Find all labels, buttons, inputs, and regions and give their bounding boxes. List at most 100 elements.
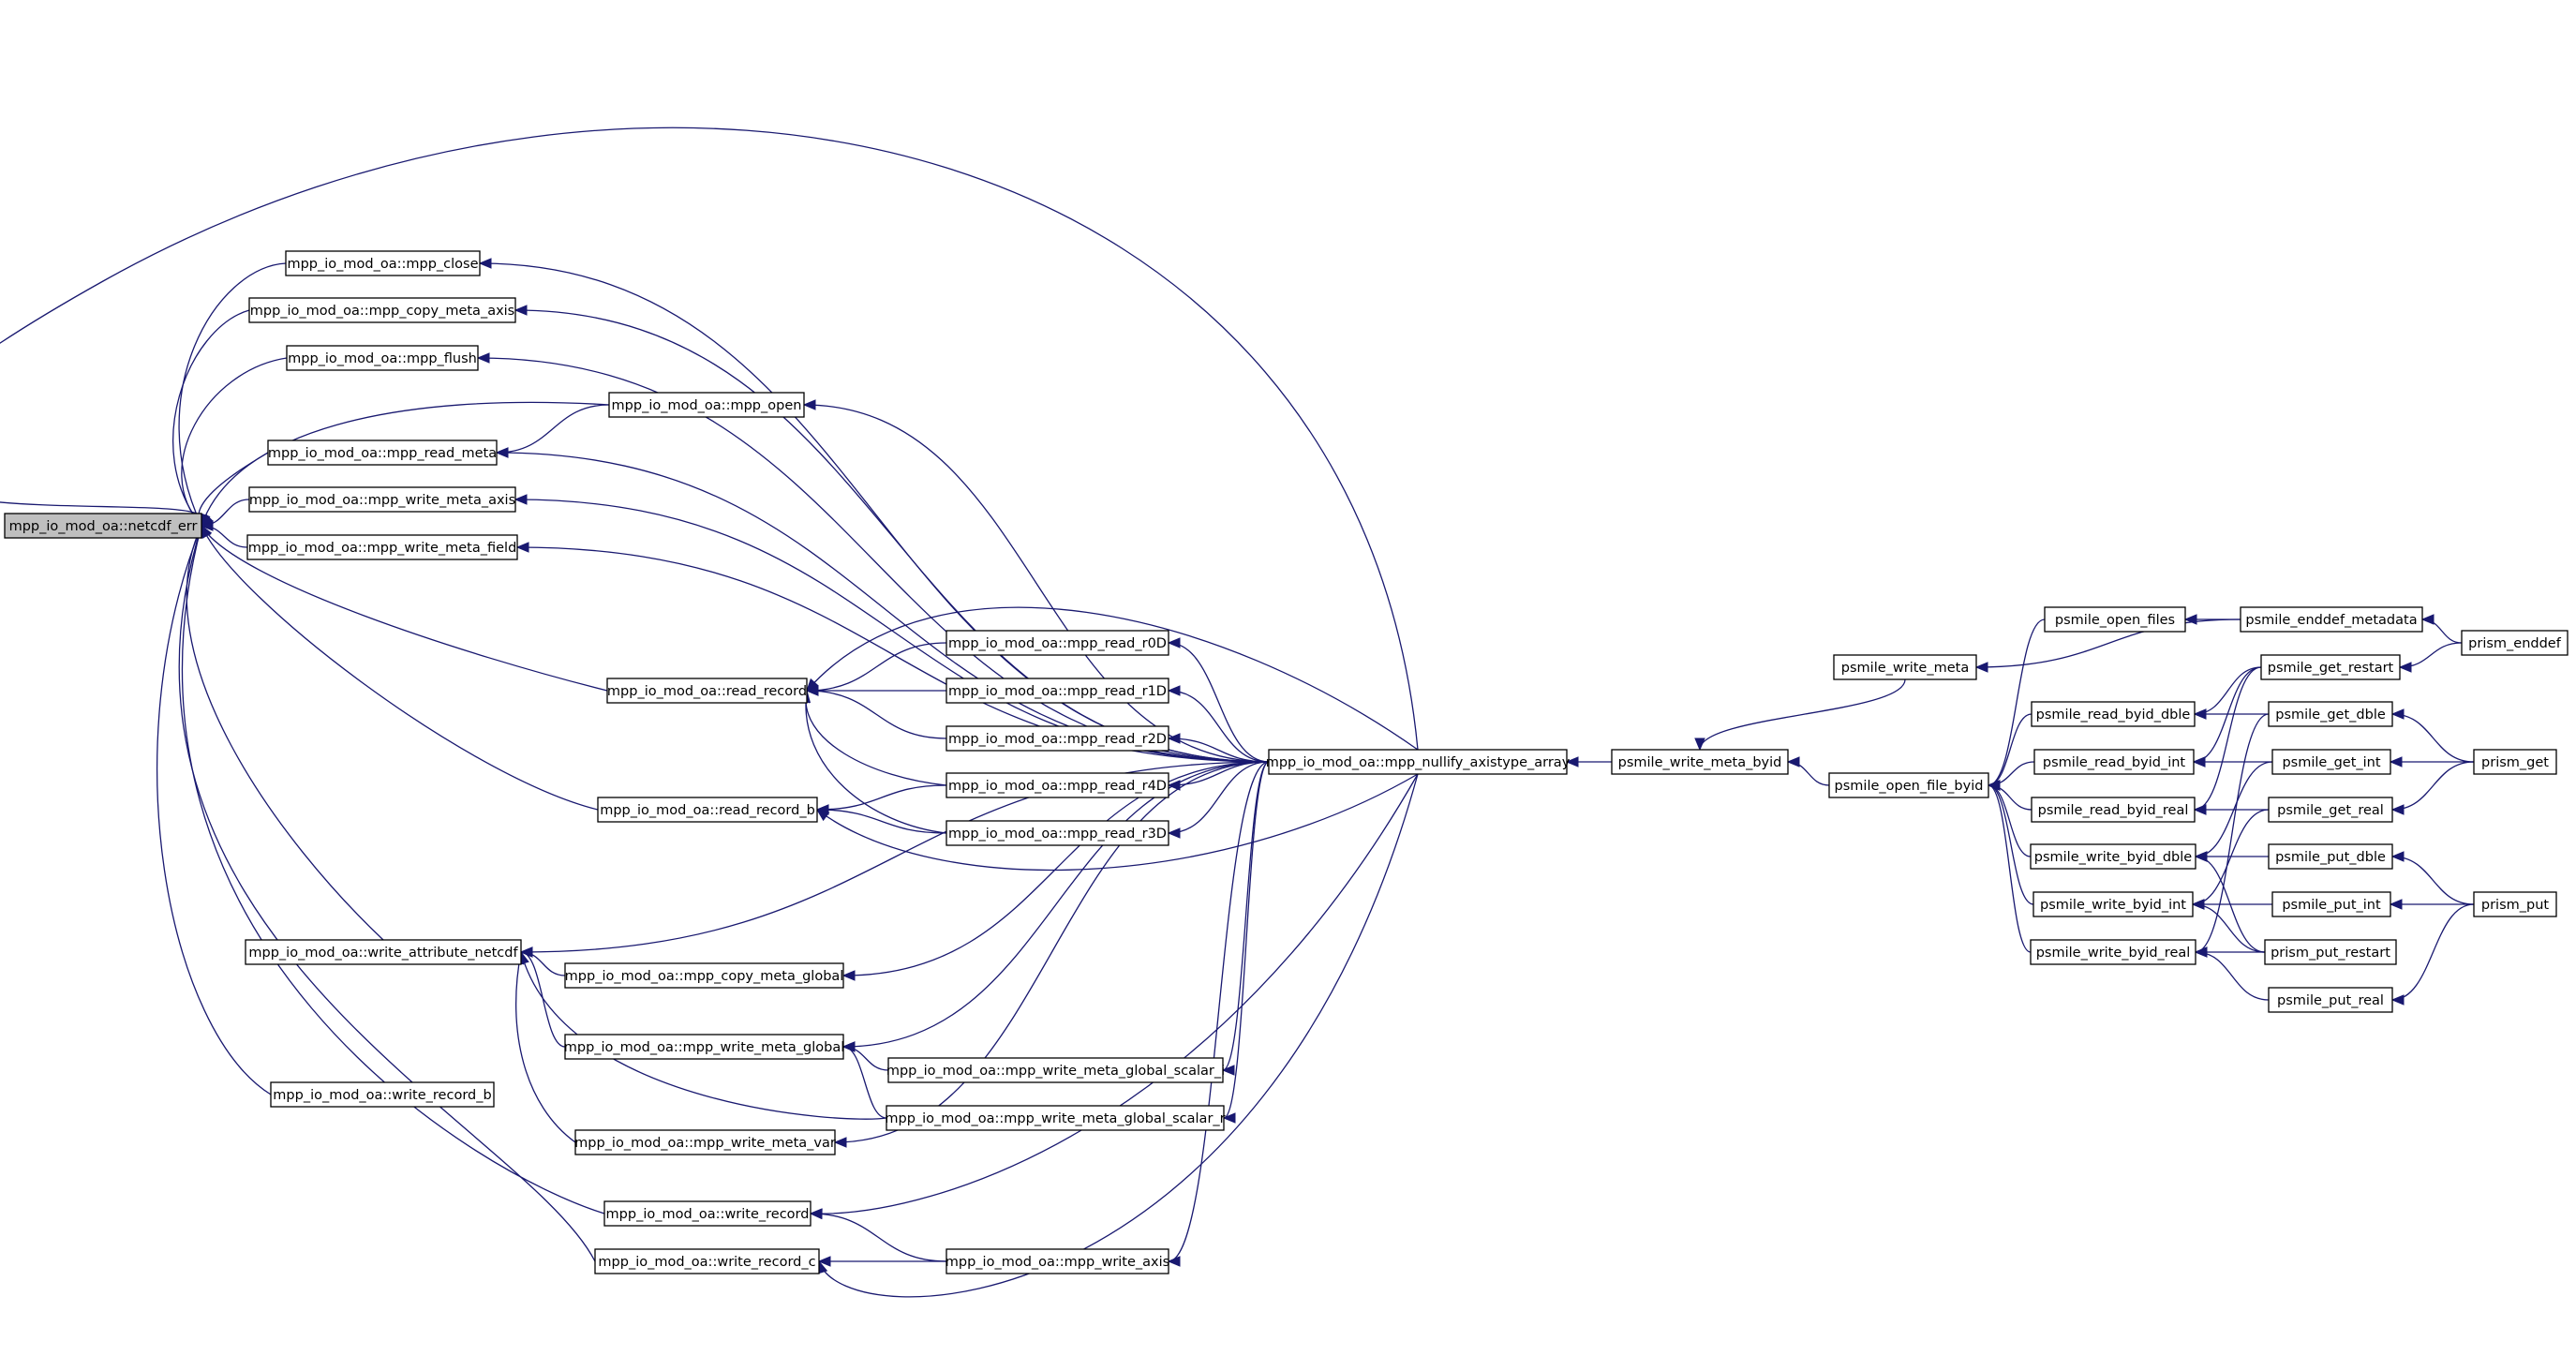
node-box — [946, 1248, 1169, 1274]
node-psmile_get_restart[interactable]: psmile_get_restart — [2260, 654, 2401, 680]
node-psmile_write_byid_real[interactable]: psmile_write_byid_real — [2030, 939, 2196, 965]
node-label: mpp_io_mod_oa::mpp_read_r1D — [948, 684, 1167, 699]
node-mpp_read_r0D[interactable]: mpp_io_mod_oa::mpp_read_r0D — [946, 630, 1169, 656]
node-psmile_get_int[interactable]: psmile_get_int — [2271, 749, 2391, 775]
node-box — [246, 534, 518, 560]
edge-line — [2391, 713, 2475, 763]
node-psmile_read_byid_int[interactable]: psmile_read_byid_int — [2033, 749, 2195, 775]
node-mpp_read_r1D[interactable]: mpp_io_mod_oa::mpp_read_r1D — [946, 678, 1169, 704]
node-label: mpp_io_mod_oa::mpp_close — [287, 257, 478, 272]
node-psmile_put_real[interactable]: psmile_put_real — [2268, 987, 2393, 1013]
node-mpp_write_axis[interactable]: mpp_io_mod_oa::mpp_write_axis — [946, 1248, 1169, 1274]
node-box — [946, 725, 1169, 752]
edge-mpp_nullify_axistype_array-to-mpp_write_meta_global — [841, 761, 1270, 1052]
node-mpp_write_meta_global[interactable]: mpp_io_mod_oa::mpp_write_meta_global — [564, 1034, 845, 1060]
edge-line — [1988, 784, 2032, 857]
edge-mpp_nullify_axistype_array-to-mpp_read_r3D — [1167, 761, 1270, 839]
arrowhead — [1167, 1256, 1181, 1267]
node-label: psmile_read_byid_real — [2038, 803, 2189, 818]
node-psmile_open_files[interactable]: psmile_open_files — [2044, 606, 2186, 633]
node-mpp_open[interactable]: mpp_io_mod_oa::mpp_open — [608, 392, 805, 418]
edge-line — [1168, 738, 1270, 763]
node-netcdf_err[interactable]: mpp_io_mod_oa::netcdf_err — [4, 513, 202, 539]
node-write_record[interactable]: mpp_io_mod_oa::write_record — [603, 1200, 812, 1227]
node-mpp_read_r3D[interactable]: mpp_io_mod_oa::mpp_read_r3D — [946, 820, 1169, 846]
node-box — [2044, 606, 2186, 633]
node-label: mpp_io_mod_oa::write_attribute_netcdf — [248, 946, 518, 961]
node-mpp_write_meta_field[interactable]: mpp_io_mod_oa::mpp_write_meta_field — [246, 534, 518, 560]
node-mpp_write_meta_global_scalar_r[interactable]: mpp_io_mod_oa::mpp_write_meta_global_sca… — [885, 1105, 1226, 1131]
node-psmile_write_meta[interactable]: psmile_write_meta — [1833, 654, 1977, 680]
node-prism_enddef[interactable]: prism_enddef — [2461, 630, 2569, 656]
arrowhead — [2192, 756, 2206, 767]
node-mpp_nullify_axistype_array[interactable]: mpp_io_mod_oa::mpp_nullify_axistype_arra… — [1266, 749, 1571, 775]
edge-line — [201, 401, 610, 527]
node-psmile_put_int[interactable]: psmile_put_int — [2271, 891, 2391, 917]
node-prism_put[interactable]: prism_put — [2473, 891, 2557, 917]
node-mpp_write_meta_axis[interactable]: mpp_io_mod_oa::mpp_write_meta_axis — [248, 486, 516, 513]
node-write_record_b[interactable]: mpp_io_mod_oa::write_record_b — [270, 1081, 495, 1108]
edge-line — [816, 809, 947, 834]
node-box — [2033, 749, 2195, 775]
node-write_attribute_netcdf[interactable]: mpp_io_mod_oa::write_attribute_netcdf — [245, 939, 522, 965]
node-mpp_copy_meta_axis[interactable]: mpp_io_mod_oa::mpp_copy_meta_axis — [248, 297, 516, 323]
arrowhead — [2420, 614, 2435, 625]
edge-psmile_get_dble-to-psmile_read_byid_dble — [2193, 708, 2269, 720]
node-label: mpp_io_mod_oa::mpp_read_meta — [268, 446, 497, 461]
node-prism_get[interactable]: prism_get — [2473, 749, 2557, 775]
edge-prism_enddef-to-psmile_get_restart — [2398, 642, 2463, 673]
arrowhead — [519, 946, 533, 958]
node-label: mpp_io_mod_oa::mpp_read_r3D — [948, 827, 1167, 842]
node-mpp_write_meta_var[interactable]: mpp_io_mod_oa::mpp_write_meta_var — [574, 1129, 836, 1155]
edge-mpp_nullify_axistype_array-to-netcdf_err — [0, 127, 1419, 751]
node-box — [2031, 701, 2196, 727]
node-write_record_c[interactable]: mpp_io_mod_oa::write_record_c — [594, 1248, 820, 1274]
node-label: psmile_get_restart — [2268, 661, 2394, 676]
node-box — [248, 486, 516, 513]
edge-line — [1168, 761, 1270, 1262]
node-mpp_close[interactable]: mpp_io_mod_oa::mpp_close — [285, 250, 481, 276]
edge-line — [2421, 618, 2463, 644]
node-box — [946, 630, 1169, 656]
node-psmile_write_meta_byid[interactable]: psmile_write_meta_byid — [1611, 749, 1789, 775]
node-psmile_enddef_metadata[interactable]: psmile_enddef_metadata — [2240, 606, 2423, 633]
node-psmile_get_real[interactable]: psmile_get_real — [2268, 797, 2393, 823]
edge-line — [515, 951, 576, 1143]
node-read_record_b[interactable]: mpp_io_mod_oa::read_record_b — [597, 797, 818, 823]
node-psmile_write_byid_dble[interactable]: psmile_write_byid_dble — [2030, 843, 2196, 870]
arrowhead — [2193, 804, 2207, 815]
arrowhead — [514, 494, 528, 505]
node-label: prism_get — [2481, 755, 2549, 770]
edge-mpp_nullify_axistype_array-to-mpp_read_r2D — [1167, 733, 1270, 763]
edge-line — [181, 525, 605, 1214]
node-box — [285, 250, 481, 276]
node-label: mpp_io_mod_oa::read_record — [607, 684, 807, 699]
node-mpp_read_meta[interactable]: mpp_io_mod_oa::mpp_read_meta — [267, 440, 498, 466]
node-box — [2268, 843, 2393, 870]
edge-mpp_nullify_axistype_array-to-mpp_read_r0D — [1167, 637, 1270, 763]
node-mpp_read_r4D[interactable]: mpp_io_mod_oa::mpp_read_r4D — [946, 772, 1169, 798]
node-psmile_read_byid_real[interactable]: psmile_read_byid_real — [2031, 797, 2196, 823]
node-box — [2268, 701, 2393, 727]
node-psmile_write_byid_int[interactable]: psmile_write_byid_int — [2033, 891, 2194, 917]
node-psmile_get_dble[interactable]: psmile_get_dble — [2268, 701, 2393, 727]
edge-line — [816, 773, 1419, 872]
arrowhead — [2390, 708, 2405, 720]
node-mpp_copy_meta_global[interactable]: mpp_io_mod_oa::mpp_copy_meta_global — [564, 962, 844, 989]
node-box — [1268, 749, 1568, 775]
node-mpp_write_meta_global_scalar_i[interactable]: mpp_io_mod_oa::mpp_write_meta_global_sca… — [886, 1057, 1225, 1083]
edge-line — [842, 761, 1270, 1048]
node-psmile_open_file_byid[interactable]: psmile_open_file_byid — [1828, 772, 1989, 798]
node-read_record[interactable]: mpp_io_mod_oa::read_record — [606, 678, 808, 704]
node-psmile_put_dble[interactable]: psmile_put_dble — [2268, 843, 2393, 870]
node-mpp_read_r2D[interactable]: mpp_io_mod_oa::mpp_read_r2D — [946, 725, 1169, 752]
edge-prism_put-to-psmile_put_dble — [2390, 851, 2475, 905]
arrowhead — [2194, 851, 2208, 862]
arrowhead — [1221, 1065, 1235, 1076]
node-psmile_read_byid_dble[interactable]: psmile_read_byid_dble — [2031, 701, 2196, 727]
edge-psmile_get_restart-to-psmile_read_byid_real — [2193, 666, 2262, 815]
node-label: psmile_put_real — [2277, 993, 2384, 1008]
node-box — [245, 939, 522, 965]
node-prism_put_restart[interactable]: prism_put_restart — [2264, 939, 2397, 965]
node-mpp_flush[interactable]: mpp_io_mod_oa::mpp_flush — [286, 345, 479, 371]
